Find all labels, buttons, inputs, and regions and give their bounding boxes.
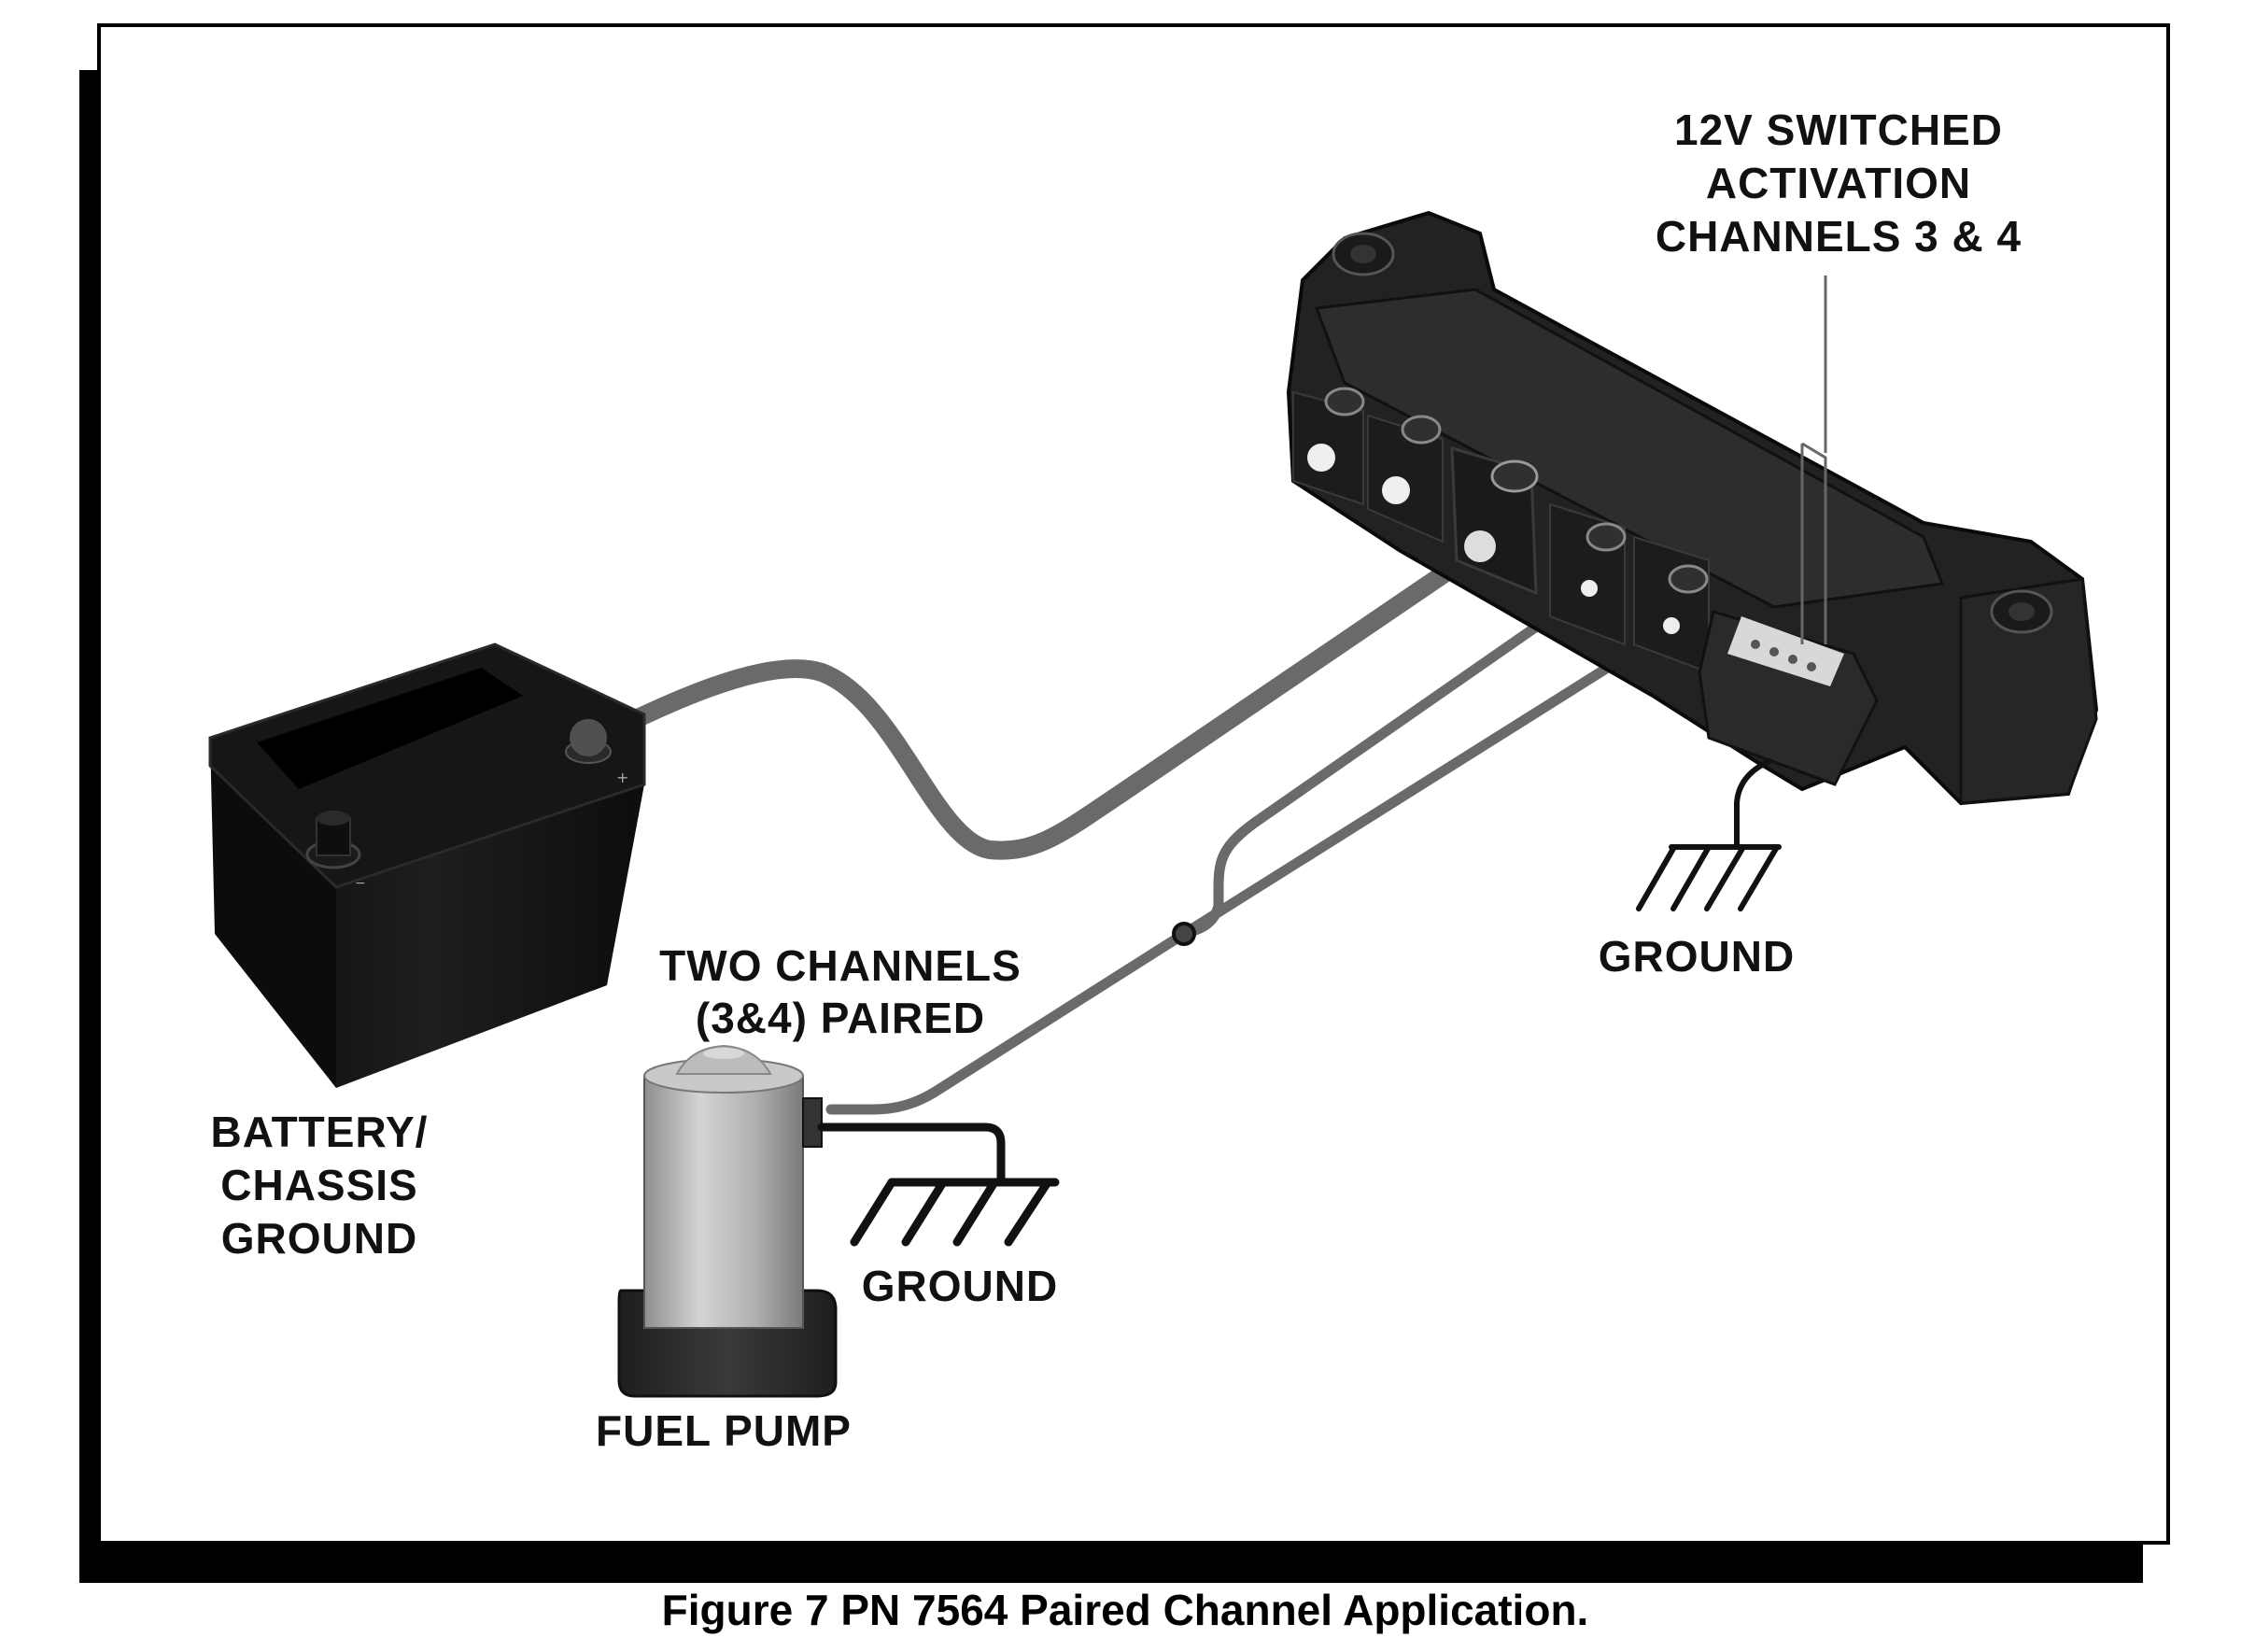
activation-label-line-1: 12V SWITCHED <box>1674 106 2003 154</box>
frame-shadow-bottom <box>79 1543 2143 1583</box>
activation-leader-line <box>1800 275 1827 644</box>
activation-label: 12V SWITCHED ACTIVATION CHANNELS 3 & 4 <box>1656 106 2022 261</box>
activation-terminal-block <box>1698 610 1879 786</box>
pump-connector <box>802 1097 823 1148</box>
fuel-pump <box>617 1044 838 1398</box>
channel-socket-2 <box>1367 414 1444 544</box>
battery-top-panel <box>257 668 523 789</box>
battery-negative-terminal: − <box>305 811 366 891</box>
paired-channels-label: TWO CHANNELS (3&4) PAIRED <box>659 941 1022 1042</box>
pump-ground-label: GROUND <box>862 1262 1058 1310</box>
pump-dome <box>675 1044 772 1075</box>
battery-label-line-2: CHASSIS <box>220 1161 417 1209</box>
channel-socket-3 <box>1549 502 1627 646</box>
wires <box>579 546 1677 1115</box>
ground-symbol-module <box>1636 758 1782 911</box>
fuel-pump-label: FUEL PUMP <box>596 1406 852 1455</box>
battery-label: BATTERY/ CHASSIS GROUND <box>211 1108 429 1263</box>
battery-left-face <box>210 738 336 1088</box>
module-mount-left <box>1332 232 1395 276</box>
paired-label-line-2: (3&4) PAIRED <box>696 994 985 1042</box>
paired-label-line-1: TWO CHANNELS <box>659 941 1022 990</box>
module-top-ridge <box>1314 288 1945 609</box>
pump-body <box>643 1075 804 1329</box>
ground-symbol-pump <box>817 1123 1060 1247</box>
negative-symbol: − <box>355 876 366 891</box>
battery: − + <box>208 642 646 1088</box>
activation-label-line-2: ACTIVATION <box>1706 159 1971 207</box>
channel-socket-1 <box>1292 387 1365 506</box>
splice-junction <box>1172 922 1196 946</box>
figure-caption: Figure 7 PN 7564 Paired Channel Applicat… <box>662 1586 1589 1634</box>
positive-symbol: + <box>616 769 628 786</box>
channel-socket-battery <box>1450 445 1539 596</box>
battery-label-line-3: GROUND <box>221 1214 417 1263</box>
frame-shadow-left <box>79 70 100 1583</box>
module-ground-label: GROUND <box>1599 932 1795 981</box>
paired-output-wire <box>825 928 1190 1115</box>
activation-label-line-3: CHANNELS 3 & 4 <box>1656 212 2022 261</box>
channel-socket-4 <box>1633 535 1710 674</box>
channel-4-wire <box>1178 622 1677 939</box>
battery-cable <box>579 546 1480 860</box>
battery-label-line-1: BATTERY/ <box>211 1108 429 1156</box>
module-mount-right <box>1959 577 2098 805</box>
battery-positive-terminal: + <box>565 719 628 786</box>
power-distribution-module <box>1286 210 2099 806</box>
